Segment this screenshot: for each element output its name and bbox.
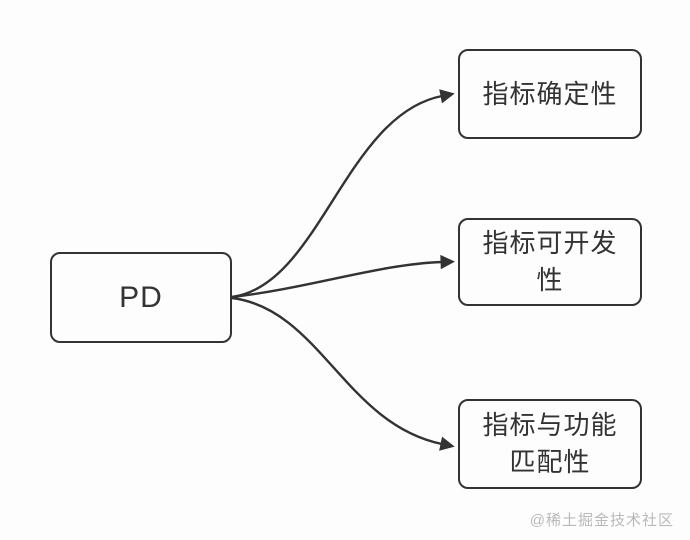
edge-pd-to-top (230, 89, 455, 299)
edge-pd-to-middle (230, 254, 455, 299)
node-indicator-developability: 指标可开发性 (458, 218, 642, 306)
node-pd: PD (50, 252, 232, 343)
watermark-text: @稀土掘金技术社区 (529, 512, 674, 529)
node-indicator-certainty-label: 指标确定性 (482, 78, 618, 109)
node-indicator-function-match-label: 指标与功能匹配性 (482, 410, 618, 477)
node-indicator-developability-label: 指标可开发性 (482, 228, 618, 295)
node-pd-label: PD (119, 280, 163, 314)
edge-pd-to-bottom (230, 296, 455, 451)
node-indicator-certainty: 指标确定性 (458, 49, 642, 139)
node-indicator-function-match: 指标与功能匹配性 (458, 399, 642, 489)
